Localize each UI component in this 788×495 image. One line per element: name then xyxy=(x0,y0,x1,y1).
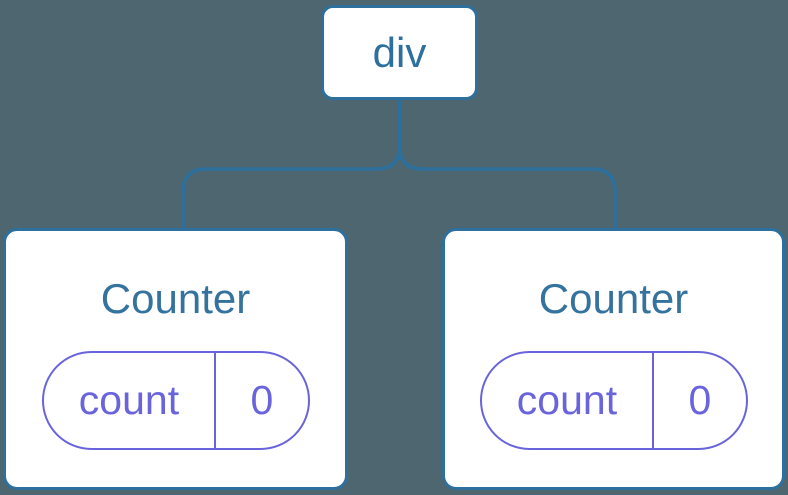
state-key-label: count xyxy=(482,353,655,448)
state-value: 0 xyxy=(688,377,712,423)
counter-title: Counter xyxy=(100,275,251,322)
state-pill: count 0 xyxy=(479,351,748,450)
root-node-label: div xyxy=(372,28,427,76)
state-key-label: count xyxy=(44,353,217,448)
counter-node-left: Counter count 0 xyxy=(3,228,348,490)
state-pill: count 0 xyxy=(41,351,310,450)
counter-node-right: Counter count 0 xyxy=(442,228,785,490)
state-value: 0 xyxy=(250,377,274,423)
connector-edge-left xyxy=(181,98,402,230)
connector-edge-right xyxy=(397,98,617,230)
counter-title: Counter xyxy=(538,275,689,322)
root-node: div xyxy=(321,5,478,100)
